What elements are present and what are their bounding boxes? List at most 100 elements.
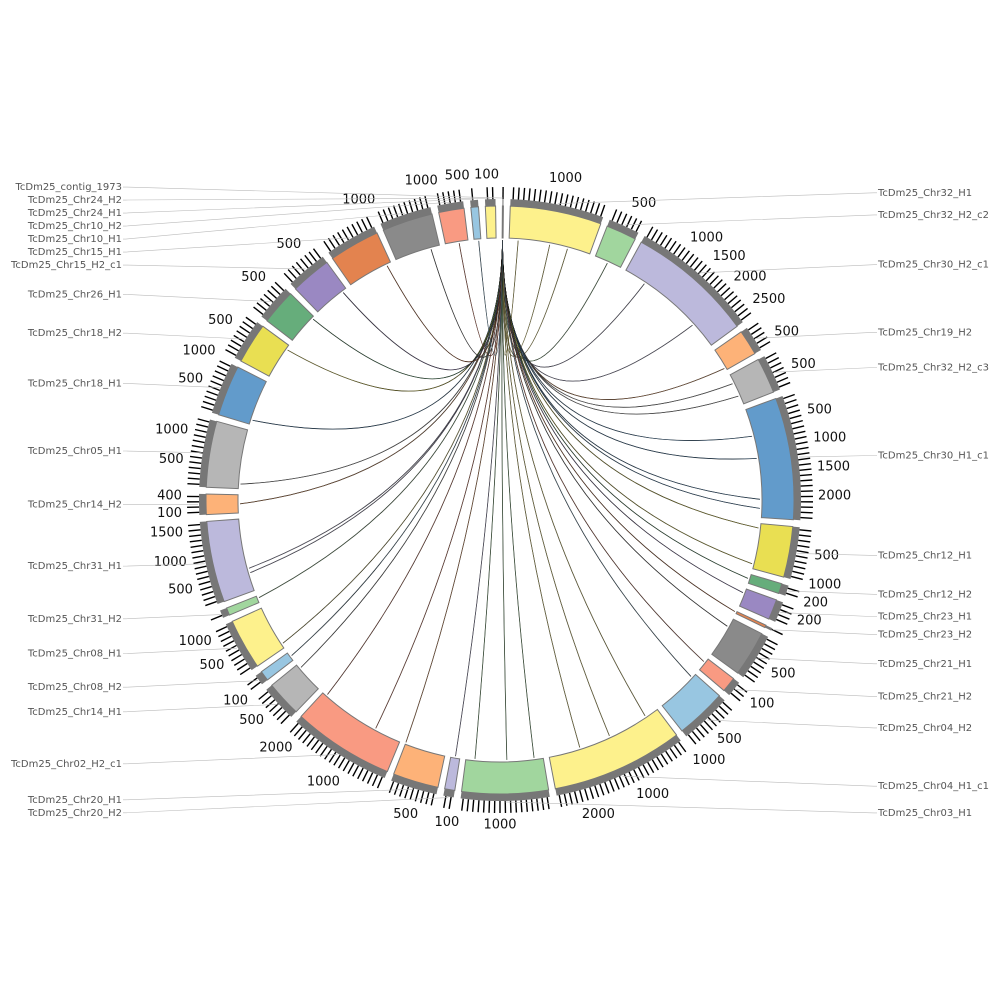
tick-mark — [784, 398, 797, 405]
sector-name-label: TcDm25_Chr18_H2 — [27, 328, 122, 339]
tick-mark — [642, 764, 650, 776]
sector-axis-band — [328, 226, 378, 259]
tick-mark — [705, 271, 715, 282]
sector-name-label: TcDm25_Chr31_H2 — [27, 614, 122, 625]
synteny-link-color — [502, 240, 728, 627]
synteny-link-color — [502, 240, 753, 564]
tick-mark — [740, 312, 752, 321]
tick-mark — [747, 322, 759, 331]
sector-name-label: TcDm25_Chr15_H2_c1 — [10, 260, 122, 271]
synteny-link-color — [287, 240, 503, 392]
sector-block[interactable] — [266, 292, 315, 342]
tick-mark — [659, 234, 668, 246]
sector-axis-band — [266, 685, 297, 717]
sector-block[interactable] — [714, 331, 756, 371]
tick-mark — [781, 604, 794, 610]
sector-block[interactable] — [508, 205, 602, 255]
tick-mark — [293, 726, 303, 737]
name-leader-line — [123, 197, 491, 201]
synteny-link-color — [313, 240, 503, 380]
sector-block[interactable] — [484, 205, 497, 239]
tick-label: 2000 — [818, 489, 851, 504]
tick-mark — [756, 656, 768, 665]
tick-mark — [669, 747, 678, 759]
tick-mark — [419, 790, 425, 803]
name-leader-line — [797, 553, 877, 556]
tick-mark — [187, 523, 201, 527]
tick-mark — [731, 299, 742, 309]
tick-mark — [665, 750, 673, 762]
sector-axis-band — [211, 363, 238, 415]
sector-axis-band — [460, 789, 550, 801]
sector-block[interactable] — [460, 757, 550, 795]
tick-mark — [797, 544, 810, 548]
tick-mark — [333, 754, 341, 766]
tick-mark — [789, 414, 802, 420]
sector-block[interactable] — [393, 743, 446, 788]
tick-mark — [201, 405, 213, 411]
sector-block[interactable] — [438, 207, 469, 245]
tick-label: 1000 — [307, 774, 340, 789]
name-leader-line — [123, 680, 258, 688]
sector-block[interactable] — [231, 607, 285, 667]
sector-block[interactable] — [331, 232, 392, 286]
tick-mark — [733, 688, 745, 698]
sector-block[interactable] — [738, 588, 778, 620]
sector-block[interactable] — [548, 708, 678, 790]
tick-mark — [799, 529, 812, 532]
tick-mark — [660, 753, 669, 765]
sector-block[interactable] — [745, 397, 795, 521]
tick-mark — [287, 269, 297, 279]
sector-block[interactable] — [260, 652, 294, 681]
tick-label: 1000 — [808, 578, 841, 593]
tick-mark — [647, 761, 655, 774]
sector-block[interactable] — [501, 205, 504, 239]
name-leader-line — [787, 590, 877, 595]
sector-block[interactable] — [729, 358, 775, 405]
tick-mark — [323, 240, 332, 252]
tick-mark — [800, 484, 813, 487]
sector-block[interactable] — [444, 756, 461, 792]
synteny-link-color — [502, 240, 646, 716]
sector-block[interactable] — [594, 225, 636, 269]
sector-block[interactable] — [661, 673, 721, 732]
tick-mark — [408, 200, 414, 213]
sector-block[interactable] — [300, 692, 401, 773]
sector-block[interactable] — [218, 366, 267, 425]
sector-block[interactable] — [752, 523, 794, 578]
tick-mark — [579, 790, 584, 803]
sector-block[interactable] — [205, 420, 249, 490]
sector-block[interactable] — [382, 213, 441, 261]
sector-block[interactable] — [225, 595, 260, 616]
sector-TcDm25_Chr10_H1: 1000 — [377, 173, 441, 261]
sector-block[interactable] — [294, 261, 347, 313]
tick-mark — [269, 703, 279, 713]
tick-mark — [239, 667, 251, 676]
tick-mark — [800, 516, 813, 520]
tick-mark — [798, 457, 811, 461]
tick-mark — [228, 649, 240, 657]
tick-mark — [482, 800, 485, 813]
sector-block[interactable] — [735, 610, 767, 629]
sector-name-label: TcDm25_Chr31_H1 — [27, 561, 122, 572]
tick-mark — [424, 195, 429, 208]
tick-label: 1000 — [483, 818, 516, 833]
tick-label: 1000 — [155, 423, 188, 438]
sector-block[interactable] — [271, 664, 319, 713]
tick-mark — [447, 191, 451, 204]
sector-axis-band — [470, 199, 479, 208]
name-leader-line — [123, 450, 202, 454]
sector-block[interactable] — [747, 573, 783, 595]
sector-block[interactable] — [698, 658, 735, 692]
tick-mark — [210, 380, 222, 387]
tick-mark — [737, 307, 748, 317]
sector-block[interactable] — [205, 493, 239, 516]
sector-block[interactable] — [470, 206, 482, 240]
tick-mark — [798, 539, 811, 543]
tick-mark — [189, 455, 203, 459]
tick-mark — [599, 783, 605, 796]
sector-block[interactable] — [240, 325, 290, 377]
tick-mark — [697, 264, 707, 275]
sector-block[interactable] — [711, 618, 763, 674]
